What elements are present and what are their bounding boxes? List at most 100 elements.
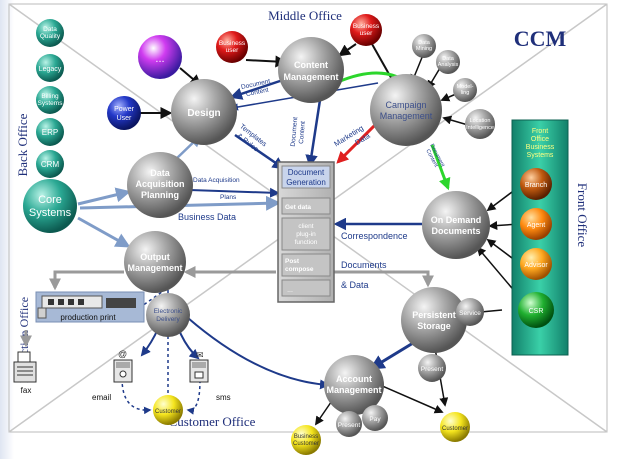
csr-label: CSR xyxy=(529,308,544,315)
delivery-label-1: Electronic xyxy=(154,308,183,315)
arrow-account-customer xyxy=(379,384,444,414)
sms-label: sms xyxy=(216,393,231,402)
docgen-row-more xyxy=(281,279,331,297)
present-storage-label: Present xyxy=(421,366,444,373)
edge-and-data: & Data xyxy=(341,280,369,290)
billing-label-2: Systems xyxy=(38,100,64,107)
edge-dataacq-plans-2: Plans xyxy=(220,194,237,201)
pay-label: Pay xyxy=(369,416,381,423)
node-present-storage xyxy=(418,354,446,382)
customer-account-label: Customer xyxy=(442,426,468,432)
service-label: Service xyxy=(459,310,481,317)
present-account-label: Present xyxy=(338,422,361,429)
printer-slot-2 xyxy=(58,299,64,305)
arrow-content-design xyxy=(229,78,284,100)
node-service xyxy=(456,298,484,326)
docgen-plugin-2: plug-in xyxy=(296,231,316,238)
crm-label: CRM xyxy=(41,160,60,169)
bizcustomer-label-2: Customer xyxy=(293,441,319,447)
printer-paper-stack xyxy=(37,307,47,319)
docgen-title-box xyxy=(281,165,331,189)
arrow-delivery-account xyxy=(187,317,330,390)
branch-label: Branch xyxy=(525,182,547,189)
edge-doc-content-2b: Content xyxy=(298,121,307,144)
poweruser-label-2: User xyxy=(117,115,132,122)
node-business-user-1 xyxy=(216,31,248,63)
docgen-row-postcompose xyxy=(281,253,331,277)
modelling-label-1: Model- xyxy=(457,84,474,90)
arrow-bizuser2-content xyxy=(338,43,357,57)
content-label-1: Content xyxy=(294,60,328,70)
docgen-getdata-label: Get data xyxy=(285,204,311,211)
docgen-title-1: Document xyxy=(288,168,325,177)
edge-doc-content-2a: Document xyxy=(290,117,300,147)
node-modelling xyxy=(453,78,477,102)
arrow-bizuser1-content xyxy=(245,55,288,68)
arrow-modelling-campaign xyxy=(440,93,457,102)
ccm-title: CCM xyxy=(514,26,567,51)
edge-dataacq-plans-1: Data Acquisition xyxy=(193,177,240,184)
node-business-customer xyxy=(291,425,321,455)
production-print-label: production print xyxy=(60,313,116,322)
datamining-label-1: Data xyxy=(418,40,431,46)
data-quality-label-2: Quality xyxy=(40,33,61,40)
edge-correspondence: Correspondence xyxy=(341,231,408,241)
node-erp xyxy=(36,118,64,146)
node-customer-account xyxy=(440,412,470,442)
edge-documents: Documents xyxy=(341,260,387,270)
edge-doc-content-1b: Content xyxy=(245,87,269,99)
front-header-1: Front xyxy=(532,128,548,135)
arrow-campaign-ondemand-green xyxy=(430,144,451,191)
location-label-2: Intelligence xyxy=(466,125,494,131)
docgen-plugin-1: client xyxy=(298,223,313,230)
output-label-1: Output xyxy=(140,252,170,262)
front-header-4: Systems xyxy=(527,152,554,159)
dataanalysis-label-2: Analysis xyxy=(438,62,459,68)
node-billing-systems xyxy=(36,86,64,114)
ondemand-label-1: On Demand xyxy=(431,215,482,225)
node-agent xyxy=(520,208,552,240)
docgen-row-plugin xyxy=(281,217,331,251)
arrow-core-dataacq xyxy=(77,187,131,206)
node-advisor xyxy=(520,248,552,280)
node-csr xyxy=(518,292,554,328)
modelling-label-2: ling xyxy=(461,90,470,96)
delivery-label-2: Delivery xyxy=(156,316,180,323)
dataacq-label-3: Planning xyxy=(141,190,179,200)
arrow-docgen-storage xyxy=(333,270,434,288)
core-label-1: Core xyxy=(38,194,62,206)
arrow-location-campaign xyxy=(442,115,469,126)
email-label: email xyxy=(92,393,111,402)
docgen-row-getdata xyxy=(281,197,331,215)
node-core-systems xyxy=(23,179,77,233)
arrow-design-docgen xyxy=(234,133,286,170)
node-data-acquisition-planning xyxy=(127,152,193,218)
bizuser2-label-2: user xyxy=(360,30,373,37)
node-design xyxy=(171,79,237,145)
storage-label-2: Storage xyxy=(417,321,451,331)
node-location-intelligence xyxy=(465,109,495,139)
output-label-2: Management xyxy=(127,263,182,273)
storage-label-1: Persistent xyxy=(412,310,456,320)
printer-slot-3 xyxy=(68,299,74,305)
printer-slot-1 xyxy=(48,299,54,305)
arrow-storage-account xyxy=(369,338,419,370)
svg-text:@: @ xyxy=(118,349,127,359)
docgen-post-1: Post xyxy=(285,258,300,265)
